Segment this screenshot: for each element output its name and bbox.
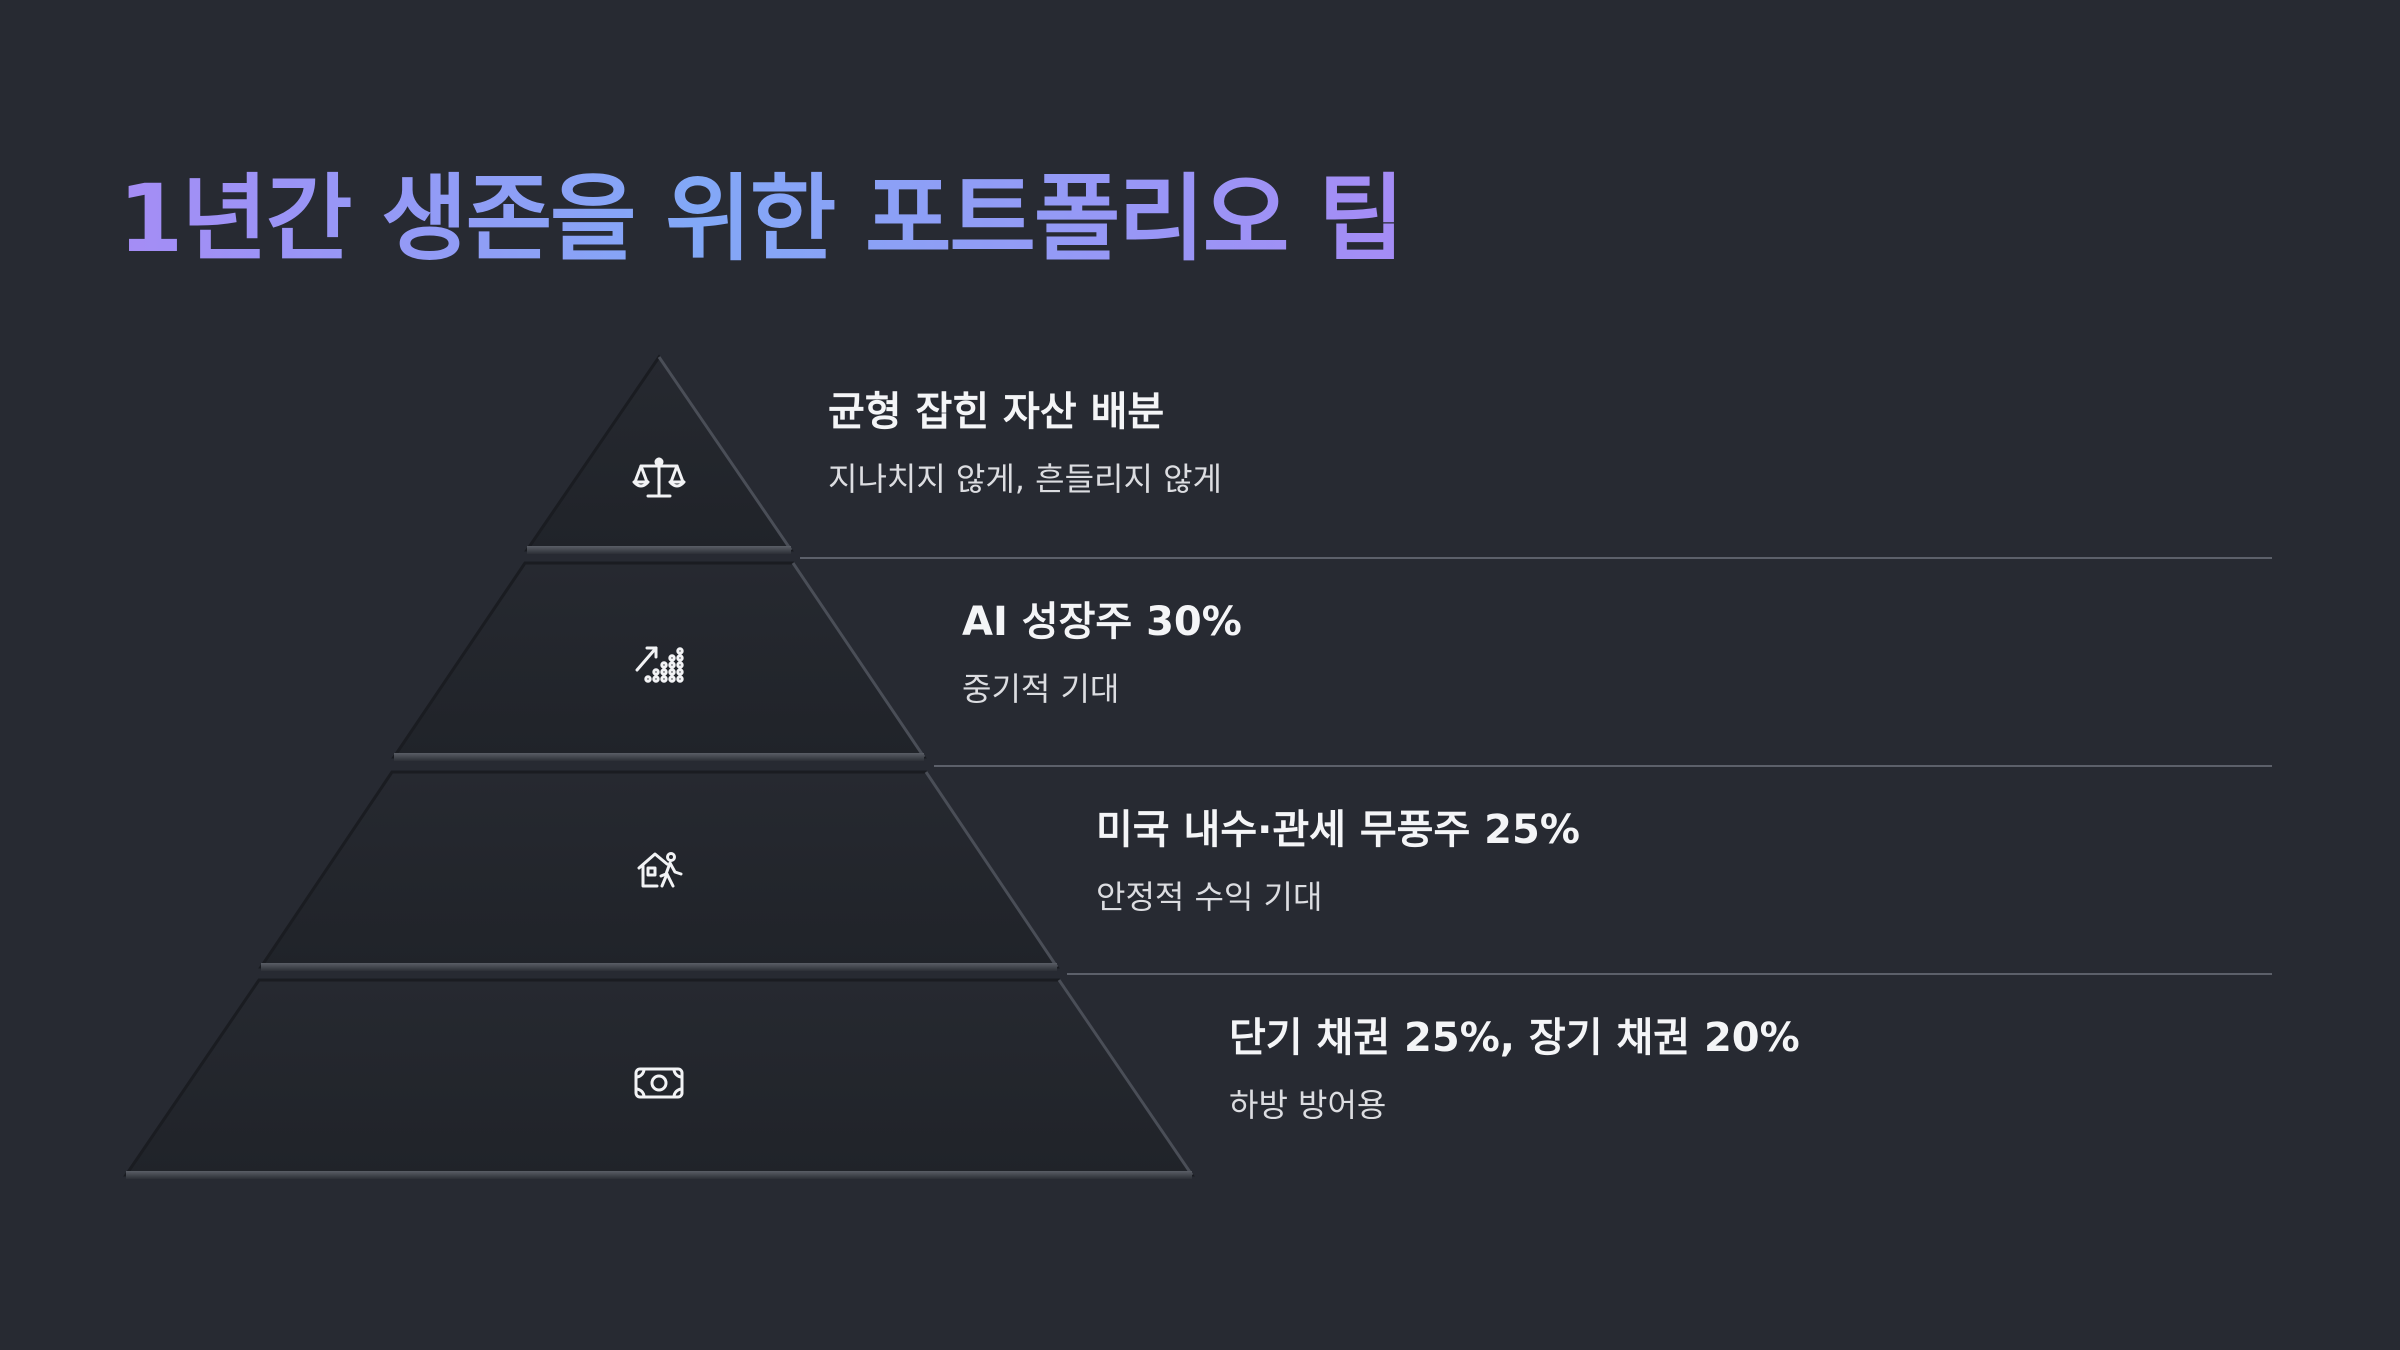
growth-chart-icon (635, 646, 684, 683)
level-2-title: AI 성장주 30% (962, 599, 1242, 645)
level-3-title: 미국 내수·관세 무풍주 25% (1096, 807, 1580, 853)
level-1-text: 균형 잡힌 자산 배분 지나치지 않게, 흔들리지 않게 (828, 388, 1222, 498)
balance-scale-icon (632, 457, 686, 498)
pyramid-tier-2 (391, 561, 927, 761)
level-3-description: 안정적 수익 기대 (1096, 878, 1323, 916)
page-title: 1년간 생존을 위한 포트폴리오 팁 (118, 165, 1405, 274)
level-1-description: 지나치지 않게, 흔들리지 않게 (828, 460, 1222, 498)
level-2-text: AI 성장주 30% 중기적 기대 (962, 598, 1242, 708)
level-2-description: 중기적 기대 (962, 670, 1120, 708)
pyramid-tier-1 (524, 354, 794, 554)
pyramid-tier-3 (258, 770, 1060, 971)
pyramid-tier-4 (123, 978, 1195, 1179)
level-4-title: 단기 채권 25%, 장기 채권 20% (1229, 1015, 1800, 1061)
home-business-icon (637, 852, 683, 888)
cash-bill-icon (634, 1067, 684, 1099)
level-4-description: 하방 방어용 (1229, 1086, 1387, 1124)
level-4-text: 단기 채권 25%, 장기 채권 20% 하방 방어용 (1229, 1014, 1800, 1124)
level-1-title: 균형 잡힌 자산 배분 (828, 389, 1165, 435)
level-3-text: 미국 내수·관세 무풍주 25% 안정적 수익 기대 (1096, 806, 1580, 916)
